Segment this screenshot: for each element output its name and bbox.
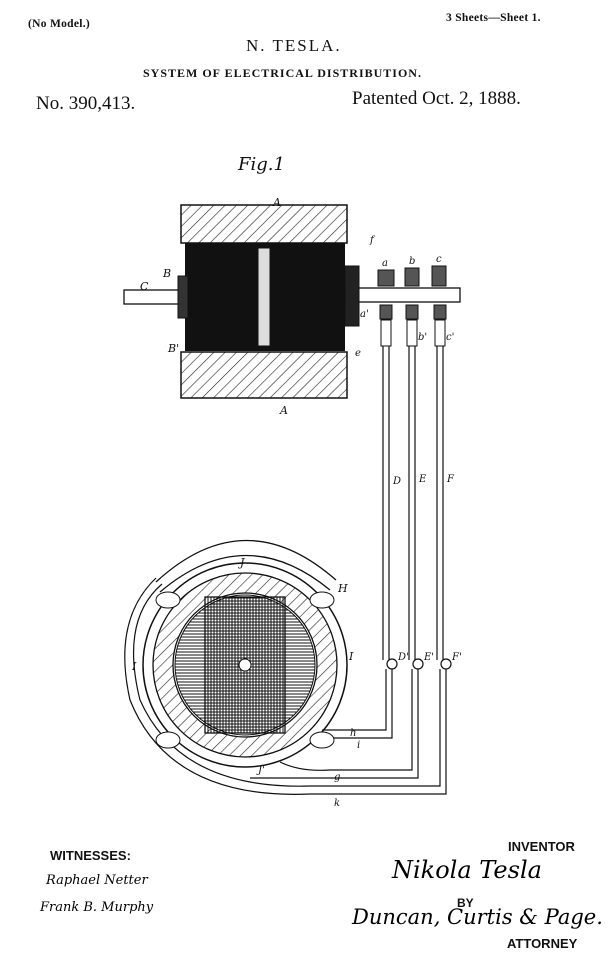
inventor-signature: Nikola Tesla	[392, 856, 542, 884]
patent-number: No. 390,413.	[36, 93, 136, 114]
witnesses-label: WITNESSES:	[50, 848, 131, 863]
label-c: c	[436, 254, 442, 265]
label-c-prime: c'	[446, 332, 454, 343]
label-A-top: A	[272, 196, 281, 209]
model-note: (No Model.)	[28, 18, 91, 30]
label-J-prime: J'	[256, 765, 265, 776]
sheet-indicator: 3 Sheets—Sheet 1.	[446, 12, 541, 24]
label-F-prime: F'	[451, 652, 462, 663]
label-h: h	[350, 728, 356, 739]
label-E: E	[418, 474, 427, 485]
label-b: b	[409, 256, 415, 267]
witness-signature-1: Raphael Netter	[46, 873, 148, 888]
label-I-left: I	[131, 660, 137, 673]
label-D: D	[392, 476, 401, 487]
inventor-name: N. TESLA.	[246, 36, 342, 55]
attorney-label: ATTORNEY	[507, 936, 578, 951]
label-f: f	[369, 235, 376, 246]
patented-date: Patented Oct. 2, 1888.	[352, 88, 521, 109]
label-a-prime: a'	[360, 309, 369, 320]
label-D-prime: D'	[397, 652, 409, 663]
field-magnet-top	[180, 204, 348, 244]
attorney-signature: Duncan, Curtis & Page.	[352, 905, 603, 929]
patent-title: SYSTEM OF ELECTRICAL DISTRIBUTION.	[143, 66, 422, 80]
label-B-prime: B'	[167, 342, 179, 355]
field-magnet-bottom	[180, 351, 348, 399]
armature	[185, 243, 345, 351]
label-e: e	[355, 348, 361, 359]
motor	[142, 539, 348, 768]
shaft	[123, 265, 461, 327]
label-g: g	[334, 772, 340, 783]
label-C: C	[140, 280, 149, 293]
label-b-prime: b'	[418, 332, 427, 343]
label-E-prime: E'	[423, 652, 434, 663]
label-F: F	[446, 474, 455, 485]
label-B: B	[162, 267, 171, 280]
label-J: J	[238, 556, 245, 569]
label-H: H	[337, 582, 348, 595]
inventor-label: INVENTOR	[508, 839, 575, 854]
label-i: i	[357, 740, 360, 751]
label-I-right: I	[348, 650, 354, 663]
line-wires	[124, 346, 452, 795]
label-A-bottom: A	[279, 404, 288, 417]
collector-rings	[377, 265, 447, 347]
label-a: a	[382, 258, 388, 269]
by-label: BY	[457, 896, 474, 910]
witness-signature-2: Frank B. Murphy	[40, 900, 154, 915]
figure-caption: Fig.1	[237, 154, 285, 175]
label-k: k	[334, 798, 340, 809]
